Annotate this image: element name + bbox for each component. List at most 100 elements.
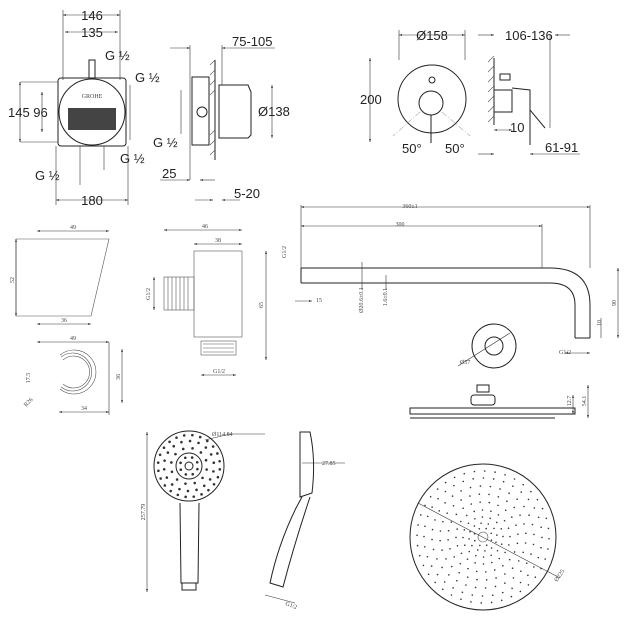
- nozzle-dot: [462, 536, 464, 539]
- nozzle-dot: [483, 470, 486, 472]
- dim-1-6: 1.6±0.1: [383, 288, 389, 306]
- nozzle-dot: [547, 548, 549, 550]
- nozzle-dot: [186, 489, 190, 493]
- nozzle-dot: [170, 461, 173, 464]
- nozzle-dot: [432, 548, 435, 551]
- nozzle-dot: [459, 562, 462, 565]
- nozzle-dot: [436, 573, 439, 576]
- nozzle-dot: [490, 532, 493, 535]
- nozzle-dot: [174, 452, 177, 456]
- nozzle-dot: [462, 480, 465, 483]
- nozzle-dot: [182, 434, 186, 437]
- nozzle-dot: [436, 558, 438, 560]
- dim-g-bottom-right: G ½: [120, 151, 145, 166]
- nozzle-dot: [501, 591, 504, 594]
- dim-38: 38: [215, 238, 221, 244]
- nozzle-dot: [480, 522, 482, 524]
- nozzle-dot: [470, 503, 473, 505]
- nozzle-dot: [496, 534, 498, 536]
- nozzle-dot: [503, 519, 506, 522]
- nozzle-dot: [523, 505, 525, 508]
- grohe-logo: GROHE: [82, 94, 103, 100]
- nozzle-dot: [474, 517, 476, 520]
- nozzle-dot: [475, 570, 478, 573]
- nozzle-dot: [447, 539, 449, 541]
- dim-5-20: 5-20: [234, 186, 260, 201]
- head-shower-side-view: 12.7 54.1: [409, 384, 589, 419]
- nozzle-dot: [458, 571, 460, 574]
- nozzle-dot: [434, 581, 436, 584]
- nozzle-dot: [166, 451, 170, 454]
- nozzle-dot: [482, 563, 485, 565]
- nozzle-dot: [175, 478, 179, 481]
- dim-d158: Ø158: [416, 28, 448, 43]
- dim-50-left: 50°: [402, 141, 422, 156]
- nozzle-dot: [183, 456, 187, 460]
- dim-90: 90: [612, 300, 618, 306]
- nozzle-dot: [463, 544, 466, 546]
- nozzle-dot: [493, 569, 496, 571]
- nozzle-dot: [208, 478, 212, 481]
- dim-36-vertical: 36: [116, 374, 122, 380]
- nozzle-dot: [429, 496, 432, 498]
- nozzle-dot: [430, 565, 433, 567]
- nozzle-dot: [471, 594, 474, 596]
- nozzle-dot: [504, 582, 506, 584]
- nozzle-dot: [487, 523, 490, 525]
- nozzle-dot: [476, 549, 479, 551]
- nozzle-dot: [484, 550, 486, 552]
- nozzle-dot: [488, 501, 491, 504]
- nozzle-dot: [456, 528, 458, 530]
- nozzle-dot: [436, 488, 439, 490]
- nozzle-dot: [443, 581, 446, 583]
- nozzle-dot: [476, 578, 478, 581]
- nozzle-dot: [157, 469, 160, 473]
- dim-d20-6: Ø20.6±0.1: [359, 287, 365, 313]
- dim-135: 135: [81, 25, 103, 40]
- nozzle-dot: [500, 599, 503, 602]
- nozzle-dot: [196, 467, 199, 471]
- dim-25: 25: [162, 166, 176, 181]
- nozzle-dot: [441, 566, 443, 569]
- nozzle-dot: [528, 514, 530, 516]
- nozzle-dot: [197, 441, 200, 445]
- nozzle-dot: [204, 446, 208, 449]
- nozzle-dot: [530, 490, 532, 493]
- nozzle-dot: [448, 574, 450, 576]
- nozzle-dot: [439, 530, 442, 532]
- nozzle-dot: [451, 495, 454, 497]
- nozzle-dot: [442, 520, 444, 523]
- nozzle-dot: [548, 537, 550, 540]
- dim-d225: Ø225: [554, 569, 567, 583]
- nozzle-dot: [437, 497, 439, 500]
- nozzle-dot: [504, 551, 506, 554]
- dim-g-bottom: G1/2: [213, 369, 225, 375]
- nozzle-dot: [530, 553, 532, 555]
- nozzle-dot: [478, 527, 481, 530]
- nozzle-dot: [461, 591, 464, 594]
- nozzle-dot: [419, 514, 422, 516]
- nozzle-dot: [515, 524, 517, 527]
- nozzle-dot: [445, 558, 447, 560]
- nozzle-dot: [475, 554, 477, 557]
- nozzle-dot: [191, 447, 194, 450]
- nozzle-dot: [534, 576, 537, 578]
- dim-146: 146: [81, 8, 103, 23]
- trim-plate-view: Ø158 106-136 200 50° 50° 10 61-91: [360, 28, 580, 156]
- nozzle-dot: [522, 483, 524, 486]
- dim-46: 46: [202, 224, 208, 230]
- dim-g-bottom-left: G ½: [35, 168, 60, 183]
- nozzle-dot: [463, 529, 466, 531]
- dim-27-85: 27.85: [322, 461, 336, 467]
- nozzle-dot: [179, 461, 182, 465]
- nozzle-dot: [473, 470, 476, 473]
- nozzle-dot: [191, 433, 194, 437]
- dim-145-96: 145 96: [8, 105, 48, 120]
- nozzle-dot: [472, 478, 475, 480]
- nozzle-dot: [519, 514, 521, 516]
- nozzle-dot: [416, 544, 419, 547]
- nozzle-dot: [485, 544, 488, 547]
- nozzle-dot: [495, 521, 498, 524]
- dim-180: 180: [81, 193, 103, 208]
